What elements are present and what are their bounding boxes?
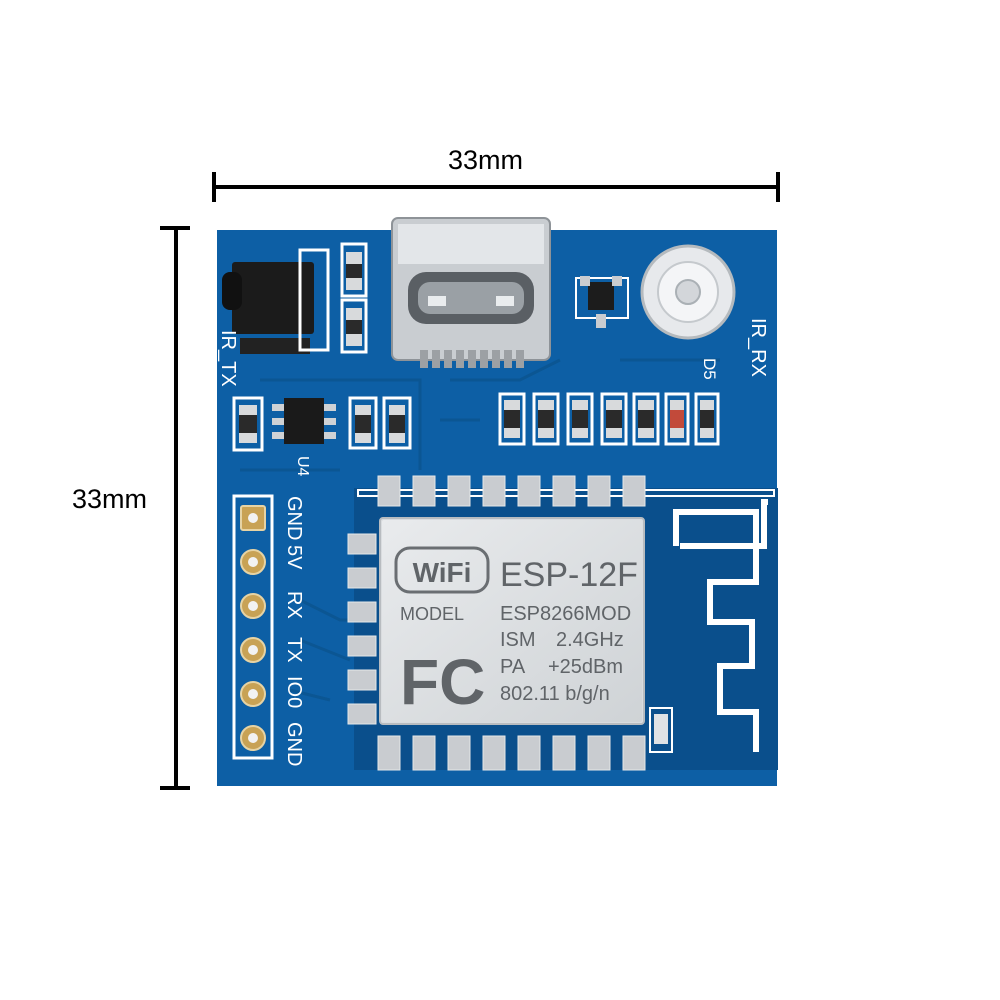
- pin-label-2: 5V: [283, 545, 305, 570]
- ism-value: 2.4GHz: [556, 629, 624, 651]
- ir-led: [640, 244, 736, 340]
- pin-header: [232, 494, 274, 760]
- u4-chip: [272, 398, 336, 444]
- standard: 802.11 b/g/n: [500, 683, 610, 705]
- module-name: ESP-12F: [500, 556, 638, 594]
- height-dimension-label: 33mm: [72, 484, 148, 514]
- pin-labels: GND 5V RX TX IO0 GND: [283, 496, 305, 766]
- pin-label-6: GND: [283, 722, 305, 766]
- pin-label-5: IO0: [283, 676, 305, 708]
- width-dimension-label: 33mm: [448, 145, 524, 175]
- components-row-left: [232, 396, 412, 452]
- pin-label-3: RX: [283, 591, 305, 619]
- u4-label: U4: [294, 456, 311, 477]
- usb-c-connector: [391, 217, 551, 368]
- esp12f-module: [347, 475, 778, 771]
- wifi-logo-box: [394, 546, 490, 594]
- transistor: [575, 276, 629, 328]
- wifi-logo-text: WiFi: [413, 557, 472, 588]
- fcc-logo: FC: [400, 646, 485, 718]
- width-dimension-line: [212, 172, 780, 202]
- antenna-trace: [673, 499, 768, 752]
- ism-label: ISM: [500, 629, 536, 651]
- d5-label: D5: [700, 358, 719, 380]
- pin-label-1: GND: [283, 496, 305, 540]
- components-row-right: [498, 392, 720, 446]
- pa-label: PA: [500, 656, 526, 678]
- height-dimension-line: [160, 226, 190, 790]
- model-label: MODEL: [400, 604, 464, 624]
- model-value: ESP8266MOD: [500, 603, 631, 625]
- pa-value: +25dBm: [548, 656, 623, 678]
- ir-rx-label: IR_RX: [747, 318, 769, 377]
- pin-label-4: TX: [283, 637, 305, 663]
- ir-receiver: [222, 248, 330, 354]
- ir-tx-label: IR_TX: [217, 330, 239, 387]
- resistors-left: [340, 242, 368, 354]
- shield-printing: WiFi ESP-12F MODEL ESP8266MOD FC ISM 2.4…: [394, 546, 638, 718]
